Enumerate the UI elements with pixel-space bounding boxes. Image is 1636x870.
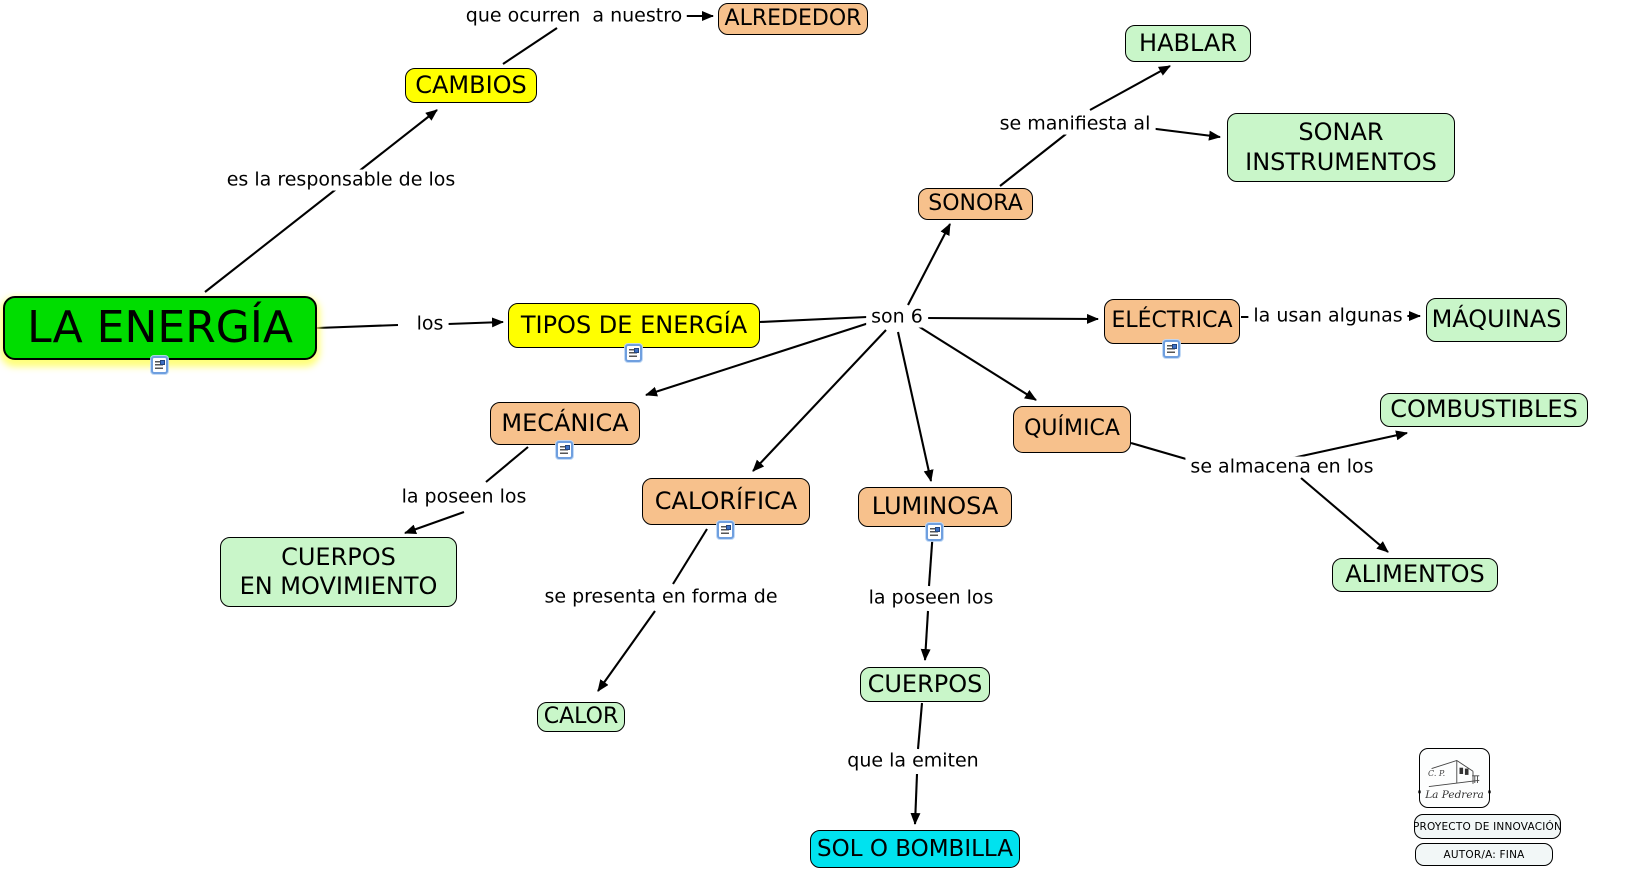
es-la-responsable-de-los-link-label[interactable]: es la responsable de los bbox=[221, 169, 461, 191]
connector-line bbox=[920, 610, 931, 661]
node-label: CALORÍFICA bbox=[654, 486, 798, 515]
node-label: SONORA bbox=[928, 190, 1023, 216]
author-badge-label: AUTOR/A: FINA bbox=[1443, 848, 1525, 861]
calorifica-node[interactable]: CALORÍFICA bbox=[642, 478, 810, 525]
luminosa-node[interactable]: LUMINOSA bbox=[858, 487, 1012, 527]
son-6-link-label[interactable]: son 6 bbox=[866, 306, 928, 328]
author-badge: AUTOR/A: FINA bbox=[1415, 843, 1553, 866]
electrica-node[interactable]: ELÉCTRICA bbox=[1104, 299, 1240, 344]
cambios-node[interactable]: CAMBIOS bbox=[405, 68, 537, 103]
connector-line bbox=[672, 528, 708, 585]
sonora-node[interactable]: SONORA bbox=[918, 188, 1033, 220]
la-usan-algunas-link-label[interactable]: la usan algunas bbox=[1248, 305, 1408, 327]
node-label: LUMINOSA bbox=[871, 492, 999, 521]
tipos-de-energia-node[interactable]: TIPOS DE ENERGÍA bbox=[508, 303, 760, 348]
maquinas-node[interactable]: MÁQUINAS bbox=[1426, 298, 1567, 342]
se-presenta-en-forma-de-link-label[interactable]: se presenta en forma de bbox=[539, 586, 783, 608]
connector-line bbox=[1300, 477, 1389, 553]
connector-line bbox=[759, 315, 868, 324]
se-manifiesta-al-link-label[interactable]: se manifiesta al bbox=[994, 113, 1156, 135]
la-energia-node[interactable]: LA ENERGÍA bbox=[3, 296, 317, 360]
resource-icon[interactable] bbox=[151, 356, 168, 374]
connector-line bbox=[204, 109, 438, 293]
connector-line bbox=[916, 702, 924, 750]
connector-line bbox=[752, 329, 887, 472]
project-badge: PROYECTO DE INNOVACIÓN bbox=[1412, 814, 1563, 839]
hablar-node[interactable]: HABLAR bbox=[1125, 25, 1251, 62]
node-label: QUÍMICA bbox=[1024, 416, 1120, 442]
node-label: CAMBIOS bbox=[415, 70, 527, 99]
sol-o-bombilla-node[interactable]: SOL O BOMBILLA bbox=[810, 830, 1020, 868]
connector-line bbox=[1130, 441, 1194, 463]
school-logo: C. P. " La Pedrera " bbox=[1417, 748, 1492, 808]
node-label: SOL O BOMBILLA bbox=[816, 835, 1014, 862]
la-poseen-los-mecanica-link-label[interactable]: la poseen los bbox=[396, 486, 532, 508]
connector-line bbox=[1147, 126, 1221, 141]
connector-line bbox=[924, 313, 1099, 324]
school-building-sketch-icon bbox=[1428, 759, 1479, 787]
resource-icon[interactable] bbox=[926, 523, 943, 541]
project-badge-label: PROYECTO DE INNOVACIÓN bbox=[1412, 820, 1563, 833]
node-label: CALOR bbox=[543, 703, 619, 729]
connector-line bbox=[1287, 430, 1408, 461]
resource-icon[interactable] bbox=[1163, 340, 1180, 358]
node-label: ALREDEDOR bbox=[724, 5, 862, 31]
connector-line bbox=[896, 331, 934, 482]
que-la-emiten-link-label[interactable]: que la emiten bbox=[842, 750, 984, 772]
node-label: COMBUSTIBLES bbox=[1390, 395, 1578, 424]
quimica-node[interactable]: QUÍMICA bbox=[1013, 406, 1131, 453]
school-abbr: C. P. bbox=[1428, 769, 1446, 778]
connector-line bbox=[907, 223, 951, 306]
node-label: HABLAR bbox=[1139, 28, 1237, 57]
resource-icon[interactable] bbox=[625, 344, 642, 362]
node-label: MÁQUINAS bbox=[1431, 305, 1562, 334]
node-label: ALIMENTOS bbox=[1345, 560, 1485, 589]
se-almacena-en-los-link-label[interactable]: se almacena en los bbox=[1185, 456, 1379, 478]
alimentos-node[interactable]: ALIMENTOS bbox=[1332, 558, 1498, 592]
node-label: CUERPOS bbox=[867, 669, 983, 698]
connector-line bbox=[316, 323, 399, 330]
connector-line bbox=[485, 446, 529, 483]
alrededor-node[interactable]: ALREDEDOR bbox=[718, 3, 868, 35]
connector-line bbox=[404, 511, 465, 535]
node-label: INSTRUMENTOS bbox=[1245, 147, 1437, 176]
node-label: LA ENERGÍA bbox=[27, 302, 293, 354]
connector-line bbox=[447, 317, 504, 328]
node-label: CUERPOS bbox=[281, 542, 396, 571]
mecanica-node[interactable]: MECÁNICA bbox=[490, 402, 640, 445]
connector-line bbox=[502, 27, 558, 65]
que-ocurren-a-nuestro-link-label[interactable]: que ocurren a nuestro bbox=[460, 5, 688, 27]
connector-line bbox=[597, 610, 656, 692]
resource-icon[interactable] bbox=[556, 441, 573, 459]
node-label: TIPOS DE ENERGÍA bbox=[520, 310, 748, 339]
cuerpos-node[interactable]: CUERPOS bbox=[860, 667, 990, 702]
connector-line bbox=[999, 133, 1067, 187]
node-label: MECÁNICA bbox=[501, 408, 629, 437]
la-poseen-los-luminosa-link-label[interactable]: la poseen los bbox=[863, 587, 999, 609]
combustibles-node[interactable]: COMBUSTIBLES bbox=[1380, 393, 1588, 427]
los-link-label[interactable]: los bbox=[411, 313, 449, 335]
node-label: EN MOVIMIENTO bbox=[239, 572, 438, 600]
calor-node[interactable]: CALOR bbox=[537, 702, 625, 732]
connector-line bbox=[1089, 65, 1171, 111]
node-label: ELÉCTRICA bbox=[1111, 308, 1233, 334]
node-label: SONAR bbox=[1298, 118, 1384, 147]
resource-icon[interactable] bbox=[717, 521, 734, 539]
connector-line bbox=[910, 773, 921, 825]
connector-line bbox=[645, 321, 873, 397]
school-name: " La Pedrera " bbox=[1417, 788, 1492, 801]
connector-line bbox=[917, 325, 1037, 401]
